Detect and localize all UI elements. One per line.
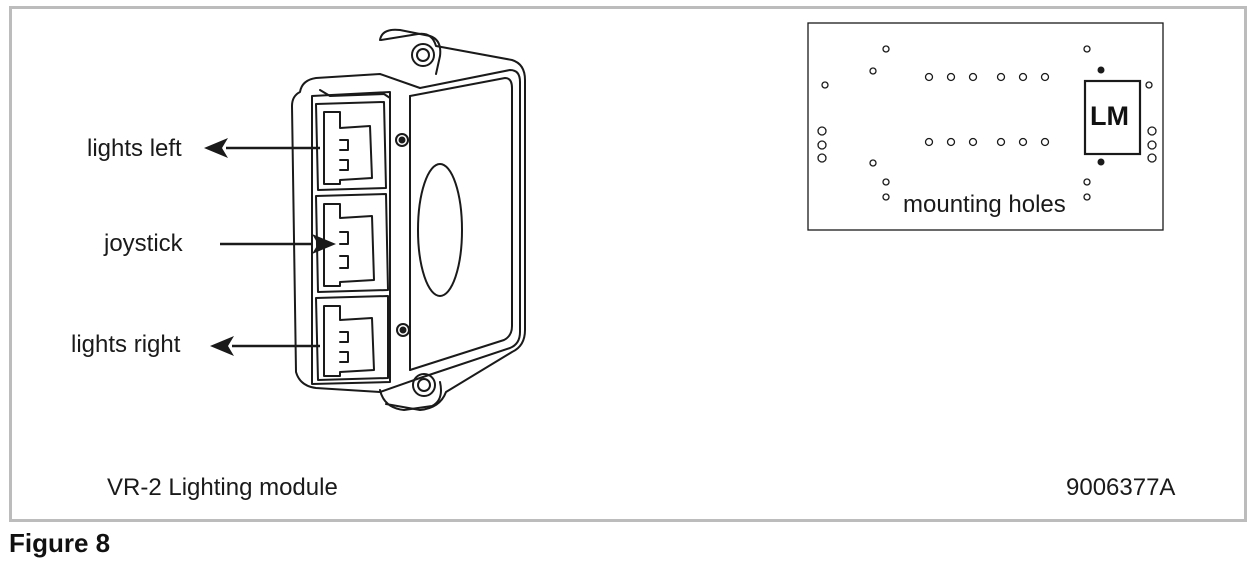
connector-housing xyxy=(311,91,391,385)
lighting-module-illustration xyxy=(291,28,526,411)
connector-lights-left xyxy=(315,101,387,191)
lm-marker-label: LM xyxy=(1090,101,1129,131)
module-oval-bump xyxy=(417,163,463,297)
module-front-face xyxy=(291,69,521,393)
module-rear-plate xyxy=(380,32,526,411)
module-top-ear xyxy=(379,28,442,75)
callout-lights-left: lights left xyxy=(87,135,182,162)
mounting-hole-set xyxy=(817,45,1157,201)
lights-left-arrowhead xyxy=(204,138,228,158)
mounting-holes-label: mounting holes xyxy=(903,191,1066,218)
callout-lights-right: lights right xyxy=(71,331,181,358)
connector-joystick xyxy=(315,193,389,293)
lm-box xyxy=(1083,79,1142,156)
module-bottom-ear xyxy=(379,381,442,411)
figure-frame xyxy=(9,6,1247,522)
bottom-ear-hole xyxy=(412,373,436,397)
callout-joystick: joystick xyxy=(104,230,183,257)
mounting-diagram xyxy=(807,22,1164,231)
figure-caption: Figure 8 xyxy=(9,528,111,558)
connector-lights-right xyxy=(315,295,389,381)
joystick-arrowhead xyxy=(312,234,336,254)
module-name: VR-2 Lighting module xyxy=(107,474,338,501)
part-number: 9006377A xyxy=(1066,474,1176,501)
mounting-diagram-border xyxy=(807,22,1164,231)
top-ear-hole xyxy=(411,43,435,67)
lights-right-arrowhead xyxy=(210,336,234,356)
callout-arrows xyxy=(204,138,336,356)
